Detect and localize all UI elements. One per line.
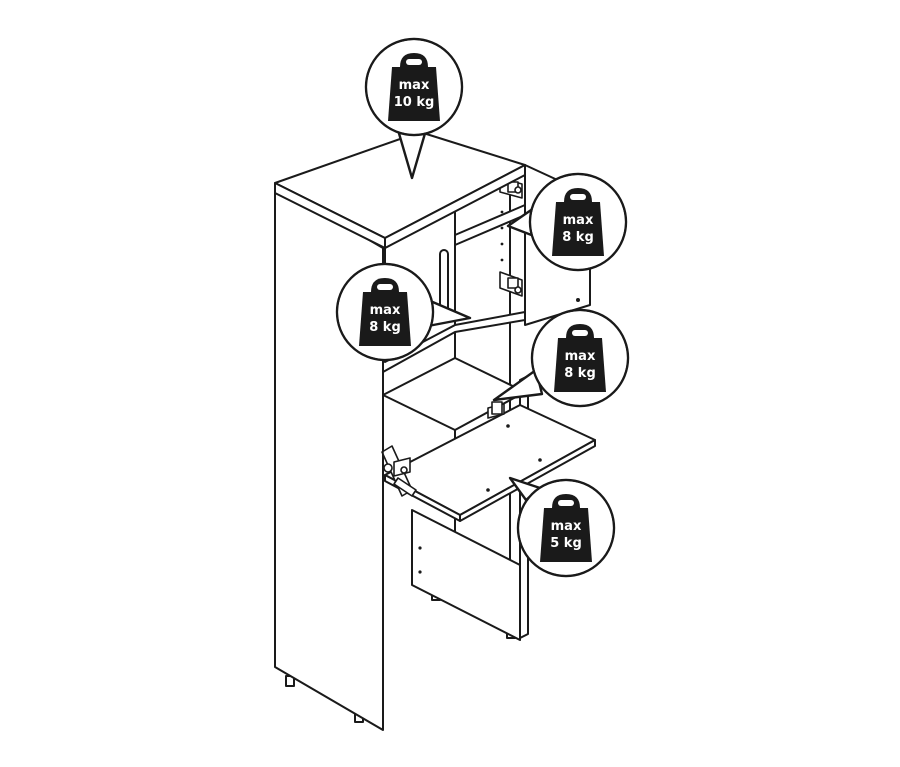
weight-icon bbox=[388, 53, 440, 121]
badge-weight-limit: 10 kg bbox=[394, 95, 435, 110]
load-badge-5: max 5 kg bbox=[508, 476, 616, 578]
cabinet-top-side-edge bbox=[384, 164, 526, 249]
load-badge-2: max 8 kg bbox=[506, 172, 628, 272]
weight-icon bbox=[552, 188, 604, 256]
weight-icon bbox=[540, 494, 592, 562]
badge-max-label: max bbox=[563, 213, 594, 228]
flap-stay-mechanism bbox=[381, 445, 417, 497]
door-handle bbox=[439, 249, 449, 313]
badge-max-label: max bbox=[399, 78, 430, 93]
load-badges: max 10 kg max 8 kg max 8 kg max 8 kg max 5 kg bbox=[335, 37, 630, 578]
load-badge-3: max 8 kg bbox=[335, 262, 472, 362]
badge-weight-limit: 8 kg bbox=[369, 320, 401, 335]
load-badge-4: max 8 kg bbox=[492, 308, 630, 408]
badge-max-label: max bbox=[551, 519, 582, 534]
load-badge-1: max 10 kg bbox=[364, 37, 464, 180]
weight-icon bbox=[554, 324, 606, 392]
flap-hinge bbox=[487, 401, 505, 419]
badge-weight-limit: 8 kg bbox=[564, 366, 596, 381]
badge-max-label: max bbox=[370, 303, 401, 318]
weight-icon bbox=[359, 278, 411, 346]
badge-max-label: max bbox=[565, 349, 596, 364]
hinge-middle bbox=[499, 271, 523, 297]
badge-weight-limit: 5 kg bbox=[550, 536, 582, 551]
lower-compartment-panel bbox=[411, 509, 521, 641]
badge-weight-limit: 8 kg bbox=[562, 230, 594, 245]
